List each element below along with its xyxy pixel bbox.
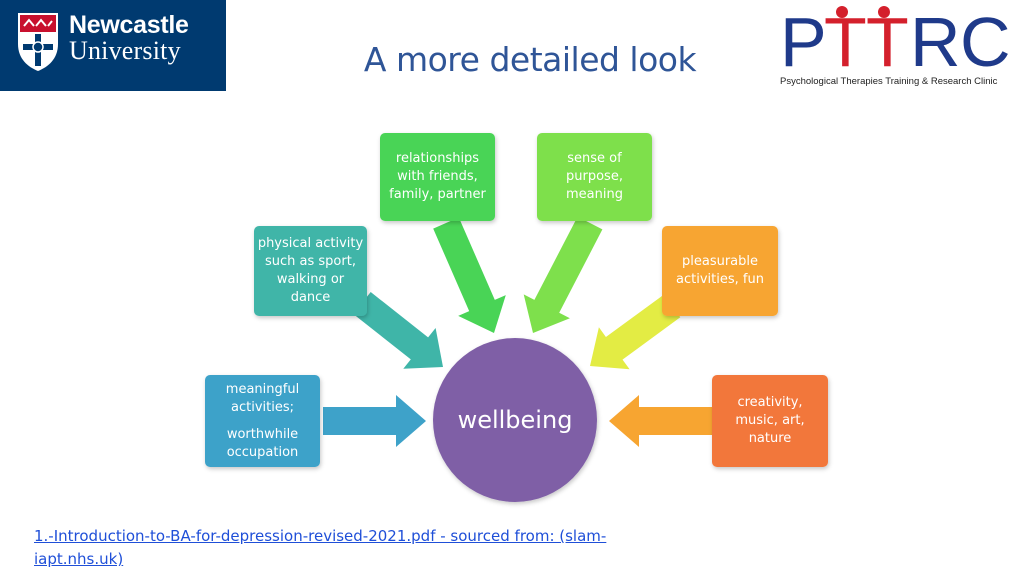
node-label-line: family, partner — [389, 187, 486, 202]
center-circle — [433, 338, 597, 502]
node-label-line — [226, 417, 299, 426]
arrow-relationships — [433, 217, 506, 333]
node-label-line: music, art, — [735, 413, 805, 428]
university-name-line1: Newcastle — [69, 11, 189, 39]
node-label-line: worthwhile — [226, 426, 299, 442]
node-label-line: purpose, — [566, 169, 623, 184]
node-label-line: activities; — [231, 399, 294, 415]
node-label-line: dance — [290, 290, 331, 305]
node-box-physical — [254, 226, 367, 316]
arrow-meaningful — [323, 395, 426, 447]
node-label-line: physical activity — [257, 236, 364, 251]
pttrc-letter-r: R — [910, 4, 961, 74]
node-label-relationships: relationships with friends, family, partne… — [380, 133, 495, 221]
node-box-creativity — [712, 375, 828, 467]
node-label-line: meaning — [566, 187, 623, 202]
node-label-pleasurable: pleasurable activities, fun — [662, 226, 778, 316]
node-label-line: activities, fun — [676, 272, 764, 287]
university-name: Newcastle University — [69, 11, 189, 65]
node-box-purpose — [537, 133, 652, 221]
university-crest-icon — [18, 13, 58, 71]
node-label-line: such as sport, — [265, 254, 356, 269]
node-label-line: relationships — [395, 151, 480, 166]
node-label-creativity: creativity, music, art, nature — [712, 375, 828, 467]
pttrc-letter-p: P — [780, 4, 827, 74]
pttrc-head-dot-2 — [878, 6, 890, 18]
center-label: wellbeing — [457, 406, 573, 434]
node-label-line: occupation — [226, 444, 299, 460]
arrow-creativity — [609, 395, 712, 447]
node-label-meaningful: meaningful activities; worthwhile occupatio… — [205, 375, 320, 467]
node-box-relationships — [380, 133, 495, 221]
arrow-physical — [353, 292, 443, 369]
node-label-line: sense of — [567, 151, 622, 166]
node-label-purpose: sense of purpose, meaning — [537, 133, 652, 221]
node-label-line: pleasurable — [681, 254, 758, 269]
slide-title: A more detailed look — [363, 40, 697, 79]
pttrc-head-dot-1 — [836, 6, 848, 18]
newcastle-university-logo: Newcastle University — [0, 0, 226, 91]
arrow-pleasurable — [590, 294, 681, 370]
arrow-purpose — [523, 216, 603, 333]
node-label-line: nature — [748, 431, 792, 446]
node-label-line: with friends, — [397, 169, 478, 184]
node-box-meaningful — [205, 375, 320, 467]
source-link[interactable]: 1.-Introduction-to-BA-for-depression-rev… — [34, 527, 607, 568]
node-label-line: meaningful — [225, 381, 300, 397]
node-box-pleasurable — [662, 226, 778, 316]
node-label-line: creativity, — [737, 395, 803, 410]
node-label-line: walking or — [276, 272, 345, 287]
pttrc-letter-c: C — [960, 4, 1011, 74]
university-name-line2: University — [69, 36, 181, 65]
clinic-tagline: Psychological Therapies Training & Resea… — [780, 76, 998, 87]
node-label-physical: physical activity such as sport, walking o… — [254, 226, 367, 316]
